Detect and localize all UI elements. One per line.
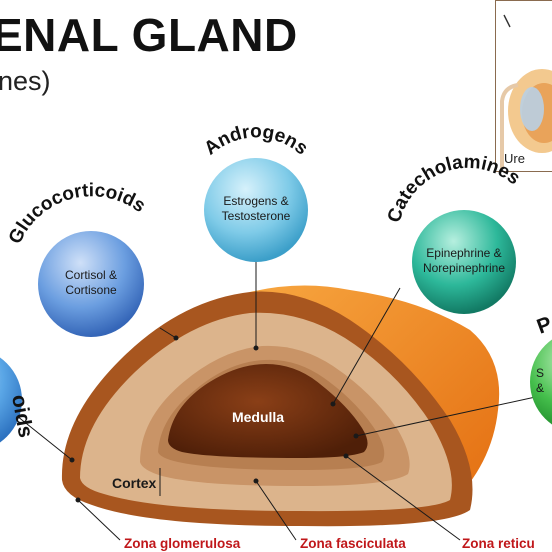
medulla-region [168,364,368,458]
catecholamines-product-1: Epinephrine & [426,246,502,260]
cortex-label: Cortex [112,475,157,491]
androgens-product-2: Testosterone [221,209,291,223]
glucocorticoids-leader-line [159,327,177,339]
mineralocorticoids-bubble [0,357,22,443]
inset-kidney-illustration: Ure [495,0,552,172]
page-title: ENAL GLAND [0,9,298,61]
reticularis-leader-line [345,455,461,541]
glomerulosa-leader-line [77,499,121,541]
catecholamines-products: Epinephrine & Norepinephrine [414,246,514,276]
inset-kidney-graphic [500,14,552,169]
androgens-products: Estrogens & Testosterone [206,194,306,224]
catecholamines-bubble [412,210,516,314]
inset-label: Ure [504,151,525,166]
p-group-product-2: & [536,381,545,395]
p-group-title: P [534,312,552,338]
page-subtitle: nes) [0,66,51,96]
zona-fasciculata-label: Zona fasciculata [300,536,406,551]
glucocorticoids-products: Cortisol & Cortisone [41,268,141,298]
p-leader-line [355,395,541,437]
mineralocorticoids-title: oids [7,393,37,440]
p-group-products: S & [536,366,552,396]
androgens-title: Androgens [200,121,311,159]
androgens-bubble [204,158,308,262]
zona-glomerulosa-label: Zona glomerulosa [124,536,241,551]
medulla-label: Medulla [232,409,284,425]
glucocorticoids-product-2: Cortisone [65,283,117,297]
leader-lines [11,262,541,541]
androgens-product-1: Estrogens & [223,194,289,208]
catecholamines-leader-line [332,287,401,405]
mineralocorticoids-leader-line [11,411,73,461]
fasciculata-leader-line [255,480,297,541]
catecholamines-product-2: Norepinephrine [422,261,506,275]
glucocorticoids-bubble [38,231,144,337]
p-group-bubble [530,339,552,425]
zona-reticularis-label: Zona reticu [462,536,535,551]
glucocorticoids-product-1: Cortisol & [64,268,117,282]
p-group-product-1: S [536,366,545,380]
